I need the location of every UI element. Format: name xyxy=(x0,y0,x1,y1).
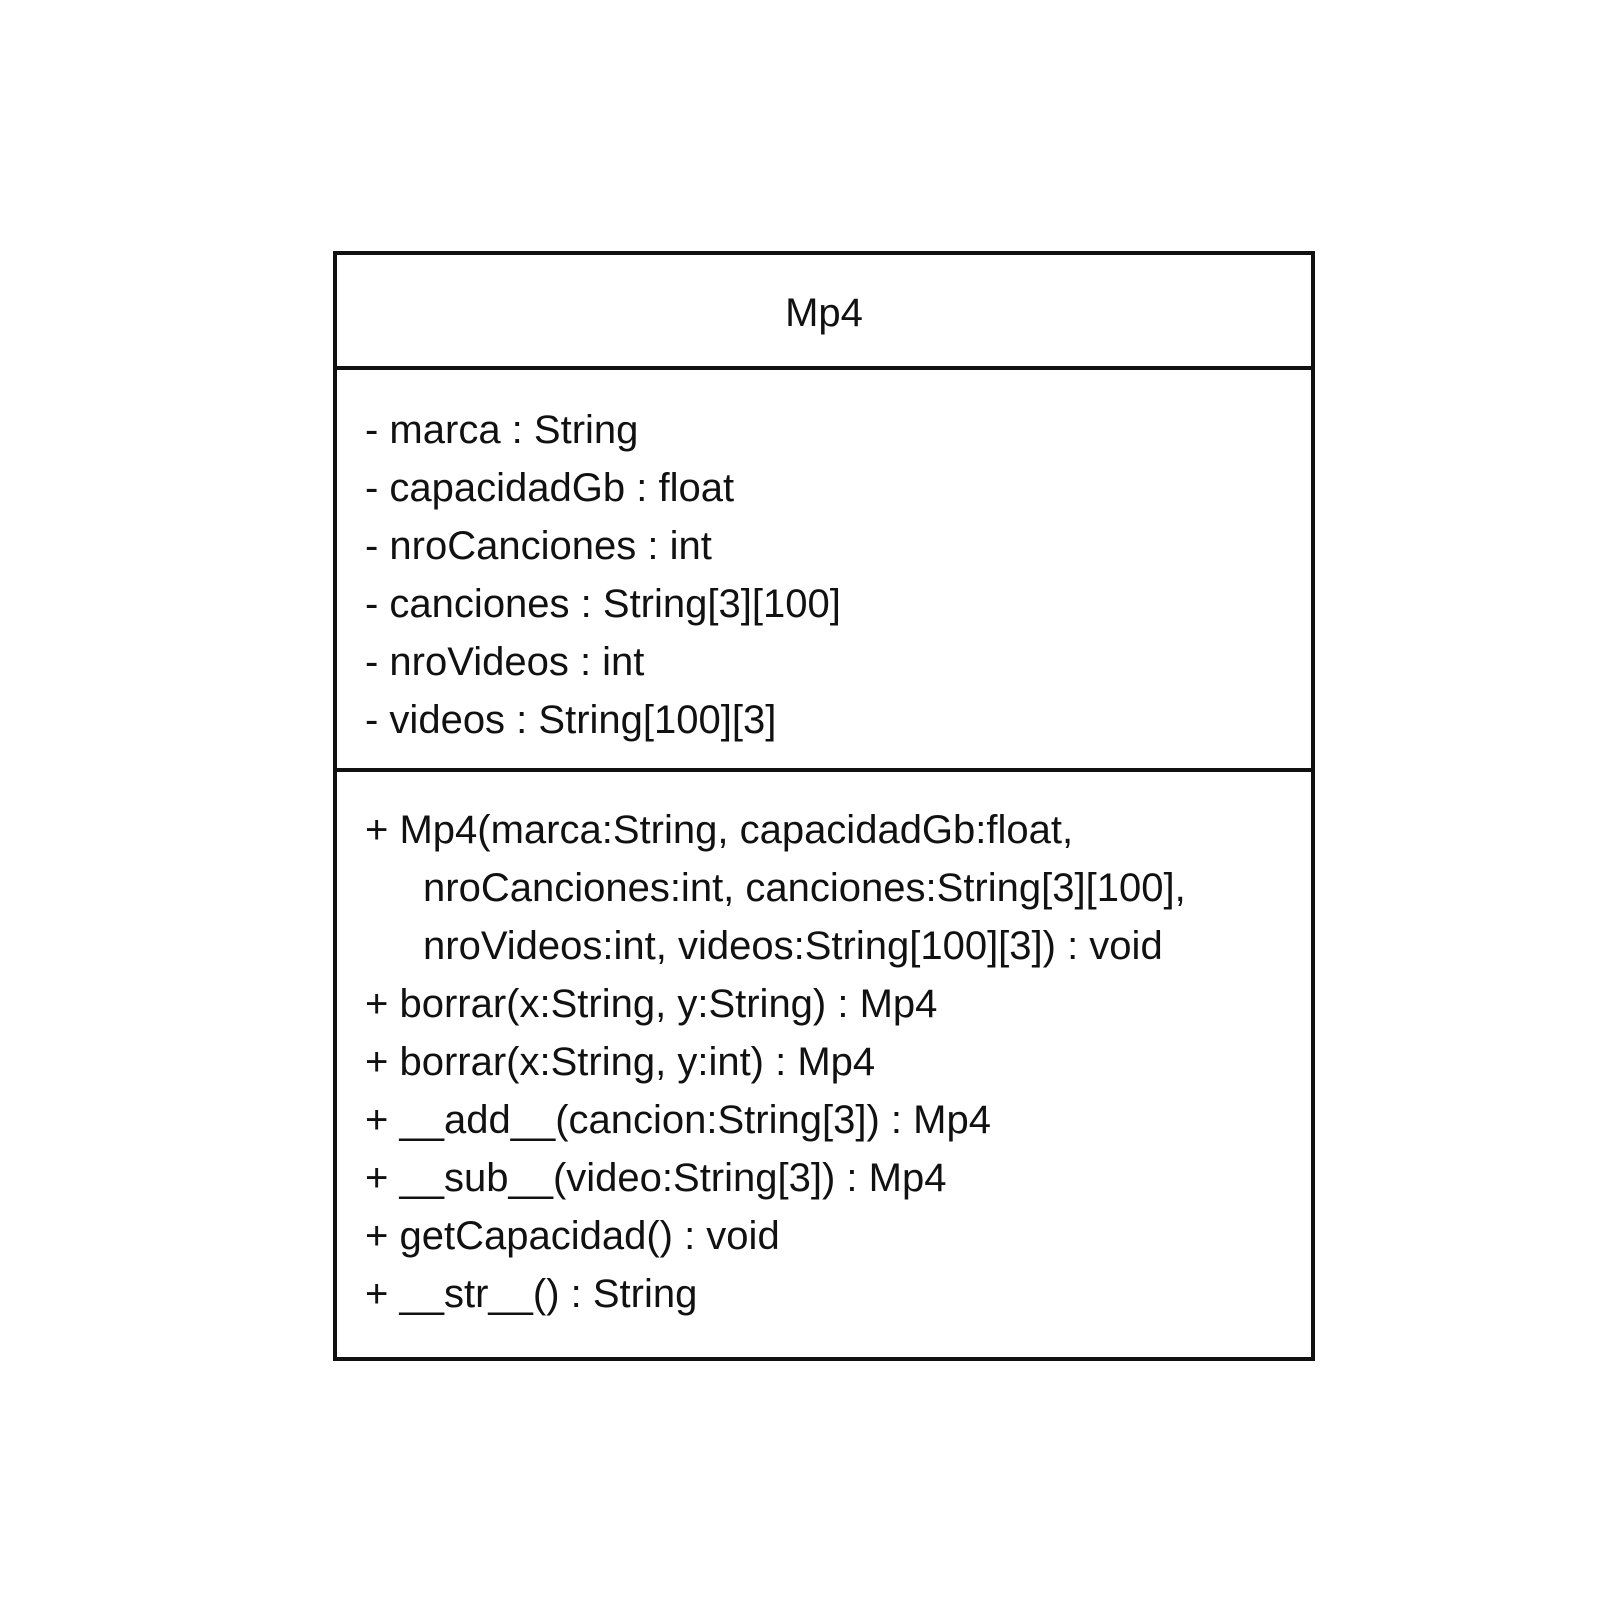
methods-compartment: + Mp4(marca:String, capacidadGb:float, n… xyxy=(337,772,1311,1357)
attribute-nrocanciones: - nroCanciones : int xyxy=(365,524,712,568)
uml-class-box: Mp4 - marca : String - capacidadGb : flo… xyxy=(333,251,1315,1361)
method-sub: + __sub__(video:String[3]) : Mp4 xyxy=(365,1156,947,1200)
attribute-nrovideos: - nroVideos : int xyxy=(365,640,645,684)
attribute-marca: - marca : String xyxy=(365,408,639,452)
method-constructor-line-3: nroVideos:int, videos:String[100][3]) : … xyxy=(423,924,1163,968)
method-get-capacidad: + getCapacidad() : void xyxy=(365,1214,780,1258)
class-name-compartment: Mp4 xyxy=(337,255,1311,370)
attribute-capacidadgb: - capacidadGb : float xyxy=(365,466,735,510)
method-borrar-string: + borrar(x:String, y:String) : Mp4 xyxy=(365,982,938,1026)
attribute-canciones: - canciones : String[3][100] xyxy=(365,582,841,626)
class-name: Mp4 xyxy=(785,290,863,335)
attributes-compartment: - marca : String - capacidadGb : float -… xyxy=(337,370,1311,772)
attribute-videos: - videos : String[100][3] xyxy=(365,698,777,742)
method-add: + __add__(cancion:String[3]) : Mp4 xyxy=(365,1098,991,1142)
method-constructor-line-2: nroCanciones:int, canciones:String[3][10… xyxy=(423,866,1186,910)
method-str: + __str__() : String xyxy=(365,1272,698,1316)
method-borrar-int: + borrar(x:String, y:int) : Mp4 xyxy=(365,1040,876,1084)
method-constructor-line-1: + Mp4(marca:String, capacidadGb:float, xyxy=(365,808,1074,852)
